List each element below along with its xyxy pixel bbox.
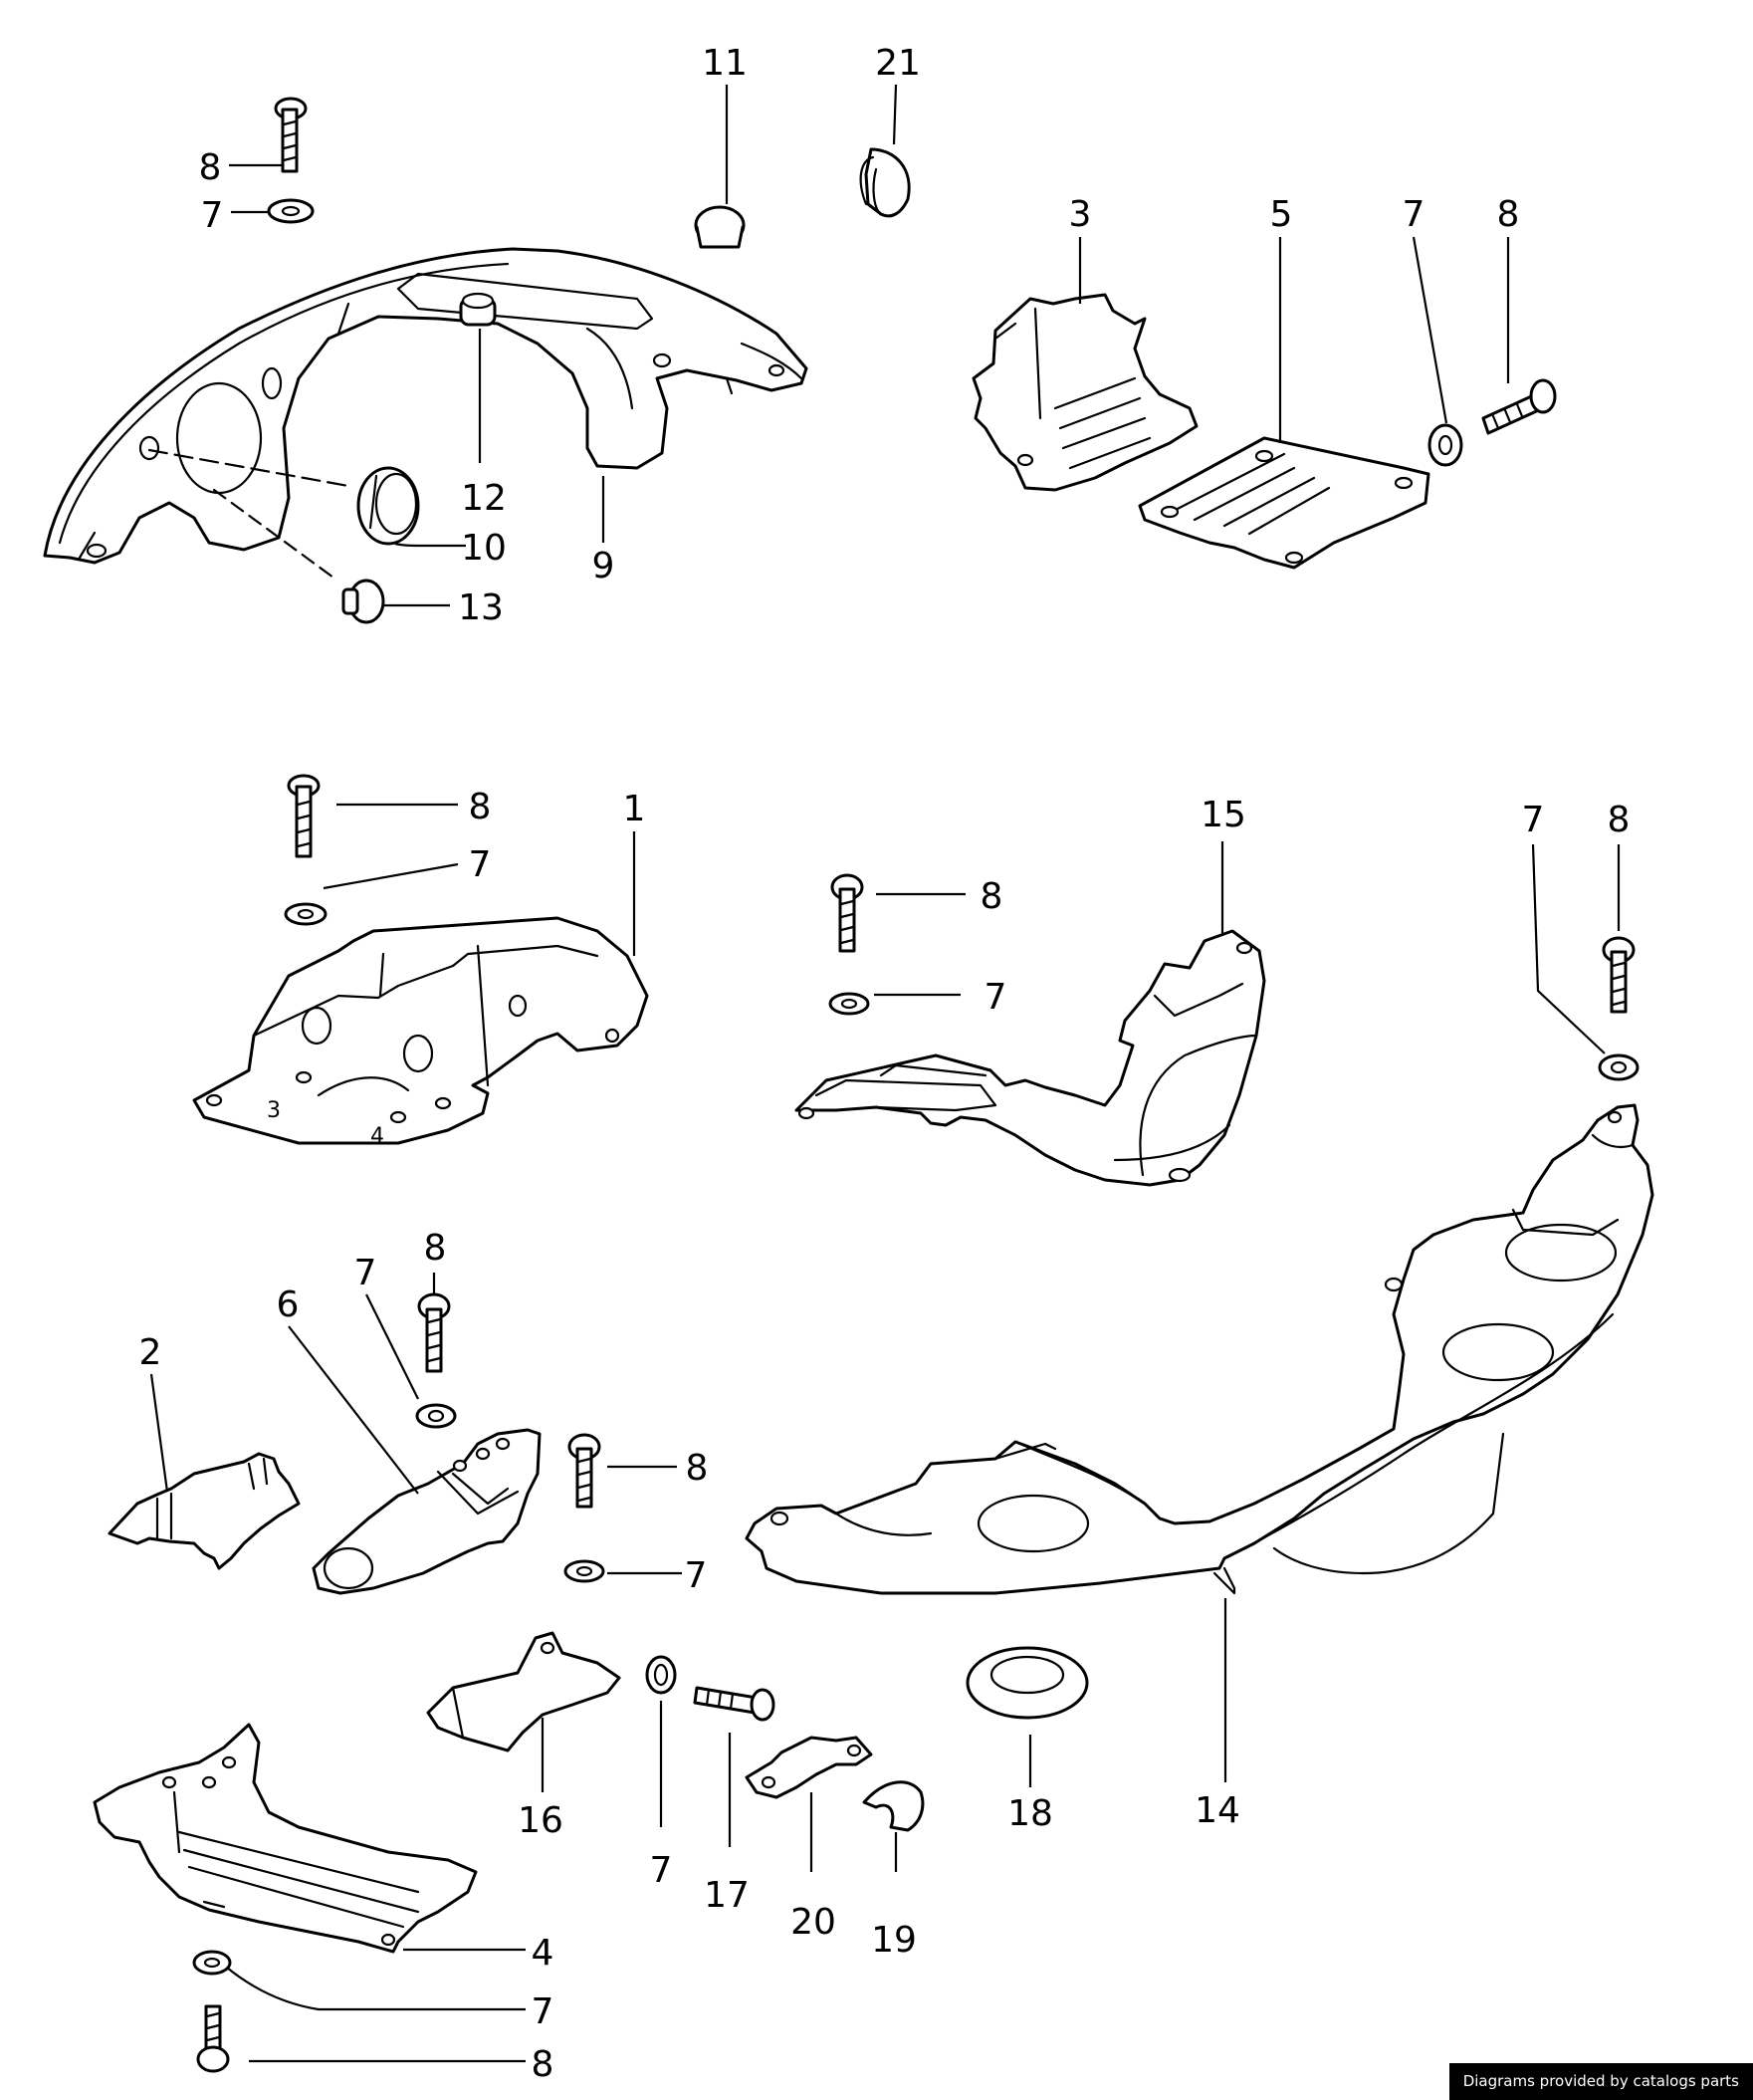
washer-7-d bbox=[828, 992, 870, 1016]
part-2-shield bbox=[108, 1452, 301, 1570]
callout-8: 8 bbox=[199, 147, 222, 188]
callout-3: 3 bbox=[1069, 194, 1092, 235]
part-13-knob bbox=[341, 579, 385, 624]
callout-1: 1 bbox=[623, 789, 646, 829]
callout-4: 4 bbox=[532, 1933, 554, 1974]
callout-8: 8 bbox=[424, 1228, 447, 1269]
callout-10: 10 bbox=[461, 528, 507, 569]
part-19-half-ring bbox=[862, 1780, 925, 1832]
screw-8-c bbox=[287, 774, 321, 858]
callout-7: 7 bbox=[1522, 800, 1545, 840]
part-5-plate bbox=[1138, 436, 1430, 570]
callout-6: 6 bbox=[277, 1284, 300, 1325]
callout-7: 7 bbox=[469, 844, 492, 885]
callout-14: 14 bbox=[1195, 1790, 1240, 1831]
washer-7-f bbox=[415, 1403, 457, 1429]
part-3-shield bbox=[972, 293, 1199, 492]
part-18-seal bbox=[966, 1646, 1089, 1720]
washer-7-b bbox=[1427, 423, 1463, 467]
callout-7: 7 bbox=[985, 977, 1007, 1018]
part-21-clip bbox=[859, 147, 911, 218]
screw-8-a bbox=[274, 97, 308, 173]
callout-7: 7 bbox=[354, 1253, 377, 1293]
part-1-center-cover: 3 4 bbox=[192, 916, 649, 1149]
washer-7-a bbox=[267, 198, 315, 224]
callout-9: 9 bbox=[592, 546, 615, 586]
part-14-rear-shroud bbox=[745, 1103, 1654, 1595]
callout-labels: 11 21 8 7 12 10 9 13 3 5 7 8 8 7 1 15 8 … bbox=[139, 43, 1631, 2085]
part-6-bracket bbox=[312, 1428, 542, 1595]
callout-8: 8 bbox=[469, 787, 492, 827]
callout-7: 7 bbox=[685, 1555, 708, 1596]
screw-8-h bbox=[196, 2004, 230, 2073]
washer-7-e bbox=[1598, 1053, 1640, 1081]
callout-13: 13 bbox=[458, 587, 504, 628]
callout-17: 17 bbox=[704, 1875, 750, 1916]
callout-7: 7 bbox=[650, 1850, 673, 1891]
part-9-cover-shroud bbox=[43, 247, 808, 580]
callout-7: 7 bbox=[201, 195, 224, 236]
part-4-lower-shield bbox=[93, 1723, 478, 1954]
leader-lines bbox=[149, 84, 1621, 2063]
screw-8-d bbox=[830, 873, 864, 953]
screw-8-e bbox=[1602, 936, 1636, 1014]
callout-19: 19 bbox=[871, 1920, 917, 1961]
embossed-three: 3 bbox=[267, 1098, 281, 1123]
callout-7: 7 bbox=[1403, 194, 1425, 235]
callout-21: 21 bbox=[875, 43, 921, 84]
callout-8: 8 bbox=[686, 1448, 709, 1489]
screw-8-g bbox=[567, 1433, 601, 1509]
part-15-plate bbox=[794, 929, 1266, 1187]
callout-11: 11 bbox=[702, 43, 748, 84]
washer-7-h bbox=[645, 1655, 677, 1695]
part-12-grommet bbox=[459, 292, 497, 327]
part-10-cap bbox=[356, 466, 420, 546]
callout-15: 15 bbox=[1201, 795, 1246, 835]
callout-7: 7 bbox=[532, 1991, 554, 2032]
callout-18: 18 bbox=[1007, 1793, 1053, 1834]
credit-banner: Diagrams provided by catalogs parts bbox=[1448, 2063, 1753, 2100]
part-16-bracket bbox=[426, 1631, 621, 1752]
callout-8: 8 bbox=[1497, 194, 1520, 235]
washer-7-g bbox=[563, 1559, 605, 1583]
callout-20: 20 bbox=[790, 1902, 836, 1943]
part-11-plug bbox=[694, 205, 746, 249]
screw-8-f bbox=[417, 1292, 451, 1373]
screw-8-b bbox=[1481, 378, 1557, 435]
part-17-screw bbox=[693, 1686, 775, 1722]
callout-8: 8 bbox=[981, 876, 1003, 917]
callout-12: 12 bbox=[461, 478, 507, 519]
callout-5: 5 bbox=[1270, 194, 1293, 235]
washer-7-c bbox=[284, 902, 328, 926]
callout-8: 8 bbox=[532, 2044, 554, 2085]
embossed-four: 4 bbox=[370, 1124, 384, 1149]
callout-8: 8 bbox=[1608, 800, 1631, 840]
washer-7-i bbox=[192, 1950, 232, 1976]
callout-2: 2 bbox=[139, 1332, 162, 1373]
part-20-clamp bbox=[745, 1736, 873, 1799]
callout-16: 16 bbox=[518, 1800, 563, 1841]
